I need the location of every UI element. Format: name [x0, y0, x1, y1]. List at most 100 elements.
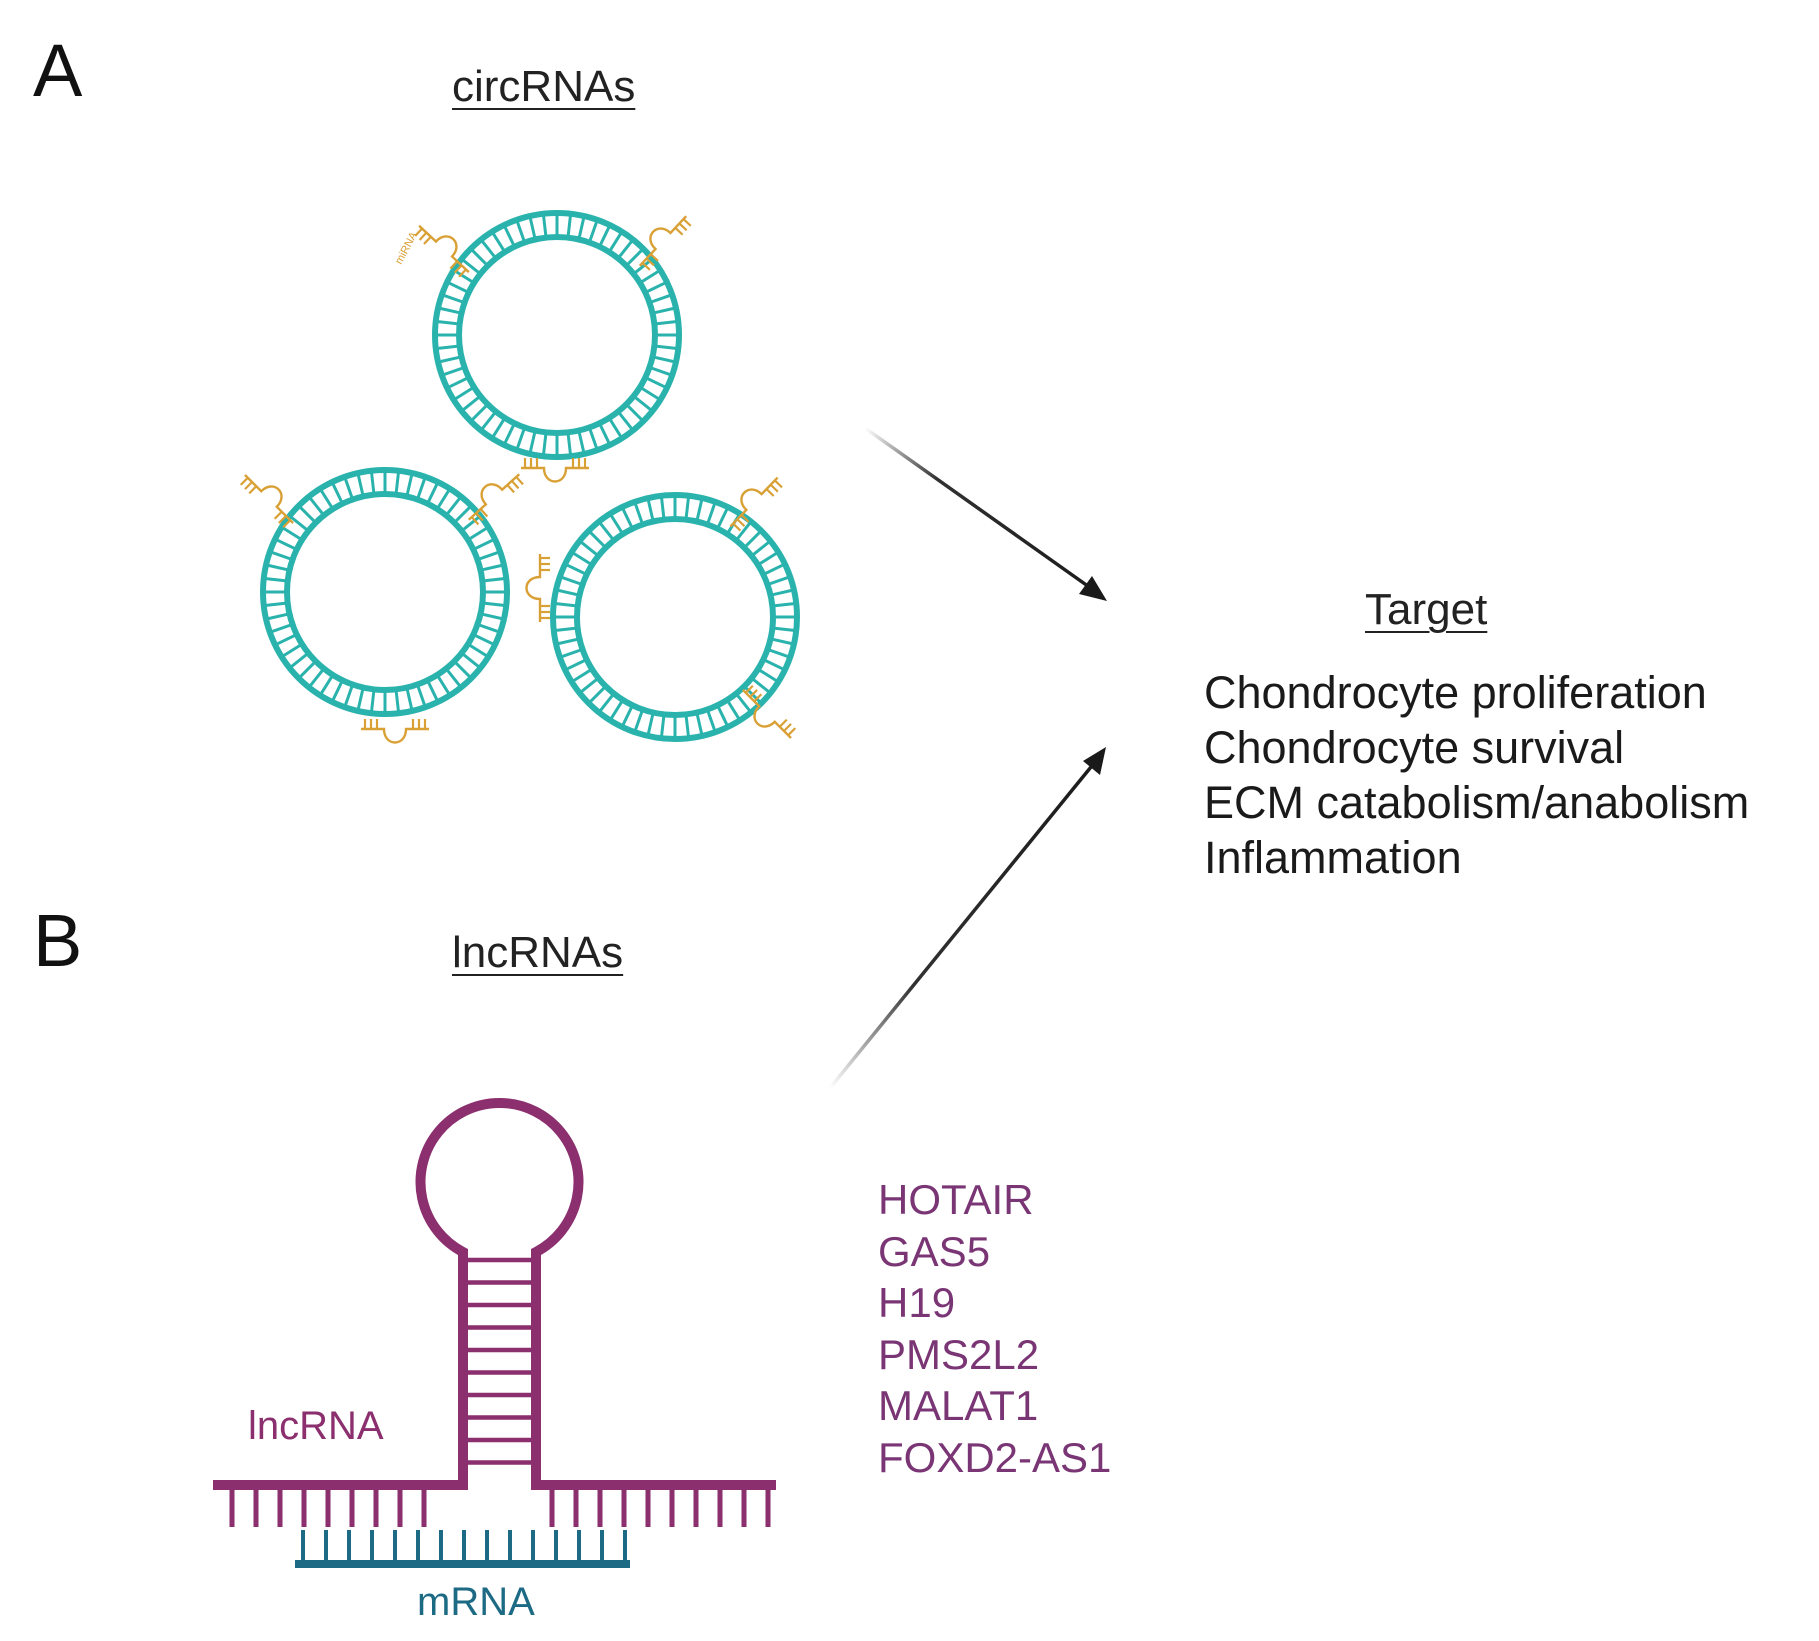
lncrna-bases	[229, 1485, 771, 1527]
circrna-base-pair	[684, 714, 691, 739]
circrna-base-pair	[467, 525, 490, 542]
circrna-base-pair	[441, 293, 465, 305]
circrna-base-pair	[502, 224, 516, 248]
mirna-tag-label: miRNA	[393, 229, 420, 266]
circrna-base-pair	[479, 410, 498, 432]
circrna-inner-strand	[284, 491, 486, 693]
arrow-shaft	[828, 760, 1097, 1090]
circrna-base-pair	[269, 550, 293, 562]
target-item: ECM catabolism/anabolism	[1204, 777, 1750, 828]
target-item: Chondrocyte proliferation	[1204, 667, 1707, 718]
mirna-icon	[525, 554, 550, 622]
circrna-base-pair	[469, 247, 489, 267]
circrna-base-pair	[330, 481, 344, 505]
circrna-base-pair	[265, 612, 290, 621]
circrna-base-pair	[274, 537, 298, 551]
lncrnas-heading: lncRNAs	[452, 928, 624, 977]
circrna-base-pair	[453, 660, 473, 680]
circrna-group: miRNA	[239, 210, 800, 744]
circrna-base-pair	[743, 529, 763, 549]
circrna-base-pair	[515, 427, 527, 451]
circrna-ring	[550, 492, 800, 742]
circrna-base-pair	[587, 219, 599, 243]
circrna-base-pair	[646, 712, 655, 737]
circrna-base-pair	[297, 660, 317, 680]
circrna-base-pair	[297, 504, 317, 524]
circrna-base-pair	[280, 525, 303, 542]
circrna-base-pair	[757, 667, 780, 684]
mirna-icon	[742, 684, 797, 739]
circrna-base-pair	[654, 344, 679, 351]
circrna-base-pair	[479, 238, 498, 260]
circrna-base-pair	[555, 637, 580, 646]
circrna-base-pair	[460, 514, 482, 533]
circrna-base-pair	[649, 293, 673, 305]
circrna-base-pair	[750, 676, 772, 695]
lncrna-list-item: FOXD2-AS1	[878, 1433, 1112, 1481]
circrna-base-pair	[559, 575, 583, 587]
circrna-base-pair	[597, 692, 616, 714]
circrna-base-pair	[564, 658, 588, 672]
circrna-base-pair	[587, 685, 607, 705]
circrna-base-pair	[598, 224, 612, 248]
lncrna-list-item: GAS5	[878, 1227, 991, 1275]
circrna-base-pair	[734, 520, 753, 542]
circrna-base-pair	[274, 633, 298, 647]
circrna-base-pair	[415, 684, 427, 708]
circrna-base-pair	[695, 712, 704, 737]
circrna-base-pair	[405, 472, 414, 497]
circrna-base-pair	[265, 563, 290, 572]
circrna-base-pair	[639, 385, 662, 402]
circrna-base-pair	[280, 642, 303, 659]
circrna-base-pair	[541, 213, 548, 238]
circrna-base-pair	[453, 504, 473, 524]
circrna-base-pair	[490, 417, 507, 440]
circrna-base-pair	[684, 495, 691, 520]
circrna-base-pair	[460, 651, 482, 670]
lncrna-list-item: PMS2L2	[878, 1330, 1040, 1378]
circrna-base-pair	[587, 427, 599, 451]
circrna-base-pair	[318, 674, 335, 697]
circrna-base-pair	[452, 385, 475, 402]
circrna-base-pair	[770, 637, 795, 646]
arrow-to-target-top	[863, 426, 1107, 601]
lncrna-list-item: H19	[878, 1279, 956, 1326]
circrna-base-pair	[639, 268, 662, 285]
mirna-icon	[467, 473, 524, 526]
circrna-base-pair	[578, 539, 600, 558]
circrna-base-pair	[405, 687, 414, 712]
arrow-head	[1083, 747, 1106, 775]
circrna-base-pair	[394, 470, 401, 495]
circrna-base-pair	[356, 472, 365, 497]
circrna-base-pair	[369, 689, 376, 714]
circrna-base-pair	[490, 230, 507, 253]
arrow-head	[1079, 576, 1107, 601]
lncrna-list-item: MALAT1	[878, 1382, 1039, 1429]
target-list: Chondrocyte proliferation Chondrocyte su…	[1204, 665, 1749, 885]
circrna-base-pair	[369, 470, 376, 495]
circrna-base-pair	[566, 213, 573, 238]
panel-b-letter: B	[33, 899, 83, 982]
circrna-base-pair	[435, 487, 452, 510]
circrna-base-pair	[659, 714, 666, 739]
target-heading: Target	[1365, 585, 1488, 634]
circrna-base-pair	[502, 422, 516, 446]
circrna-base-pair	[263, 601, 288, 608]
circrna-base-pair	[695, 497, 704, 522]
circrna-base-pair	[598, 422, 612, 446]
circrna-inner-strand	[574, 516, 776, 718]
circrna-base-pair	[644, 280, 668, 294]
circrna-base-pair	[307, 667, 326, 689]
circrna-base-pair	[608, 512, 625, 535]
circrna-base-pair	[705, 709, 717, 733]
circrna-base-pair	[446, 280, 470, 294]
circrna-base-pair	[633, 709, 645, 733]
arrow-to-target-bottom	[828, 747, 1106, 1090]
circrna-base-pair	[555, 588, 580, 597]
circrna-base-pair	[472, 633, 496, 647]
lncrna-list-item: HOTAIR	[878, 1176, 1034, 1223]
circrna-base-pair	[577, 430, 586, 455]
circrna-base-pair	[515, 219, 527, 243]
circrna-base-pair	[444, 495, 463, 517]
